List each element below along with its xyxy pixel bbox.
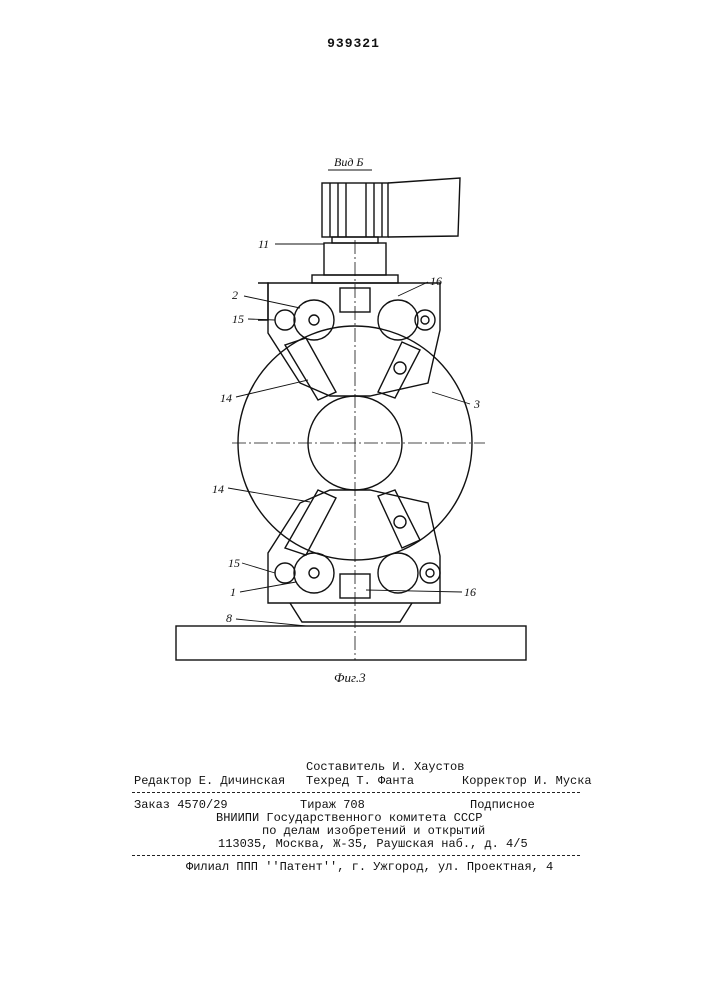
- callout-3: 3: [473, 397, 480, 411]
- callout-14-top: 14: [220, 391, 232, 405]
- subscription-line: Подписное: [470, 798, 535, 812]
- imprint-rule-top: [132, 792, 580, 793]
- callout-16-bottom: 16: [464, 585, 476, 599]
- lower-right-arm: [378, 490, 420, 548]
- compiler-line: Составитель И. Хаустов: [306, 760, 464, 774]
- base-8: [176, 626, 526, 660]
- corrector-line: Корректор И. Муска: [462, 774, 592, 788]
- callout-8: 8: [226, 611, 232, 625]
- circulation-line: Тираж 708: [300, 798, 365, 812]
- techred-line: Техред Т. Фанта: [306, 774, 414, 788]
- branch-line: Филиал ППП ''Патент'', г. Ужгород, ул. П…: [186, 860, 553, 874]
- address-line: 113035, Москва, Ж-35, Раушская наб., д. …: [218, 837, 528, 851]
- lower-left-arm: [285, 490, 336, 555]
- view-label: Вид Б: [334, 155, 363, 169]
- order-line: Заказ 4570/29: [134, 798, 228, 812]
- callout-16-top: 16: [430, 274, 442, 288]
- upper-right-arm: [378, 342, 420, 398]
- callout-1: 1: [230, 585, 236, 599]
- roller-1: [294, 553, 334, 593]
- lower-carriage: [268, 490, 440, 603]
- upper-left-arm: [285, 338, 336, 400]
- callout-15-bottom: 15: [228, 556, 240, 570]
- callout-11: 11: [258, 237, 269, 251]
- callout-2: 2: [232, 288, 238, 302]
- editor-line: Редактор Е. Дичинская: [134, 774, 285, 788]
- upper-carriage: [268, 283, 440, 396]
- motor-block: [322, 183, 388, 237]
- callout-15-top: 15: [232, 312, 244, 326]
- callout-14-bottom: 14: [212, 482, 224, 496]
- org-line-1: ВНИИПИ Государственного комитета СССР: [216, 811, 482, 825]
- imprint-rule-bottom: [132, 855, 580, 856]
- org-line-2: по делам изобретений и открытий: [262, 824, 485, 838]
- technical-drawing: Вид Б 11 2 15 16 3 14 14 15 1 16 8 Фиг.3: [0, 0, 707, 720]
- motor-housing: [388, 178, 460, 237]
- figure-caption: Фиг.3: [334, 670, 366, 685]
